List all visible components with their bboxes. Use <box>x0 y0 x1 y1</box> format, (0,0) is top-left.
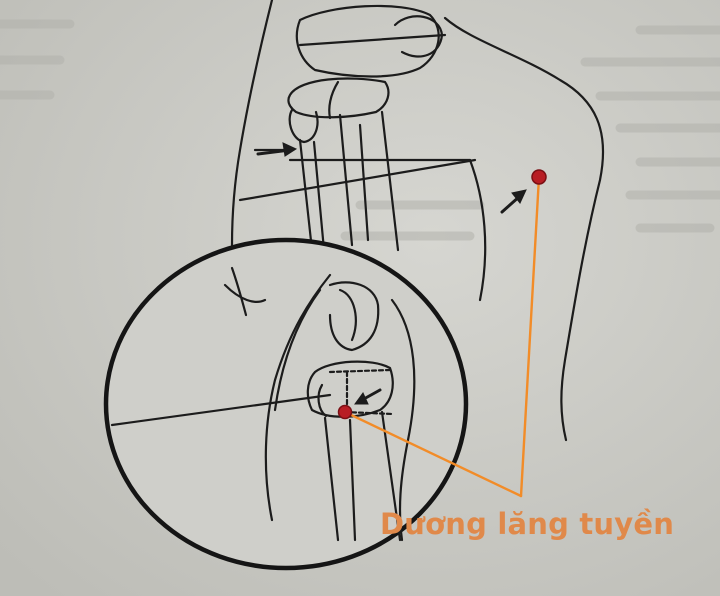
acupoint-label: Dương lăng tuyền <box>380 507 675 541</box>
arrow-icon <box>354 388 382 405</box>
arrow-icon <box>500 189 527 214</box>
leader-line-lower <box>343 410 523 498</box>
bleed-through-text <box>0 19 720 241</box>
acupoint-marker-icon <box>531 169 547 185</box>
magnifier-circle <box>103 237 469 571</box>
leader-lines <box>343 175 541 498</box>
leg-outline <box>230 0 605 442</box>
magnified-knee <box>110 266 416 542</box>
arrow-icon <box>256 142 298 157</box>
leader-line-upper <box>519 175 541 498</box>
acupoint-marker-icon <box>337 404 353 420</box>
